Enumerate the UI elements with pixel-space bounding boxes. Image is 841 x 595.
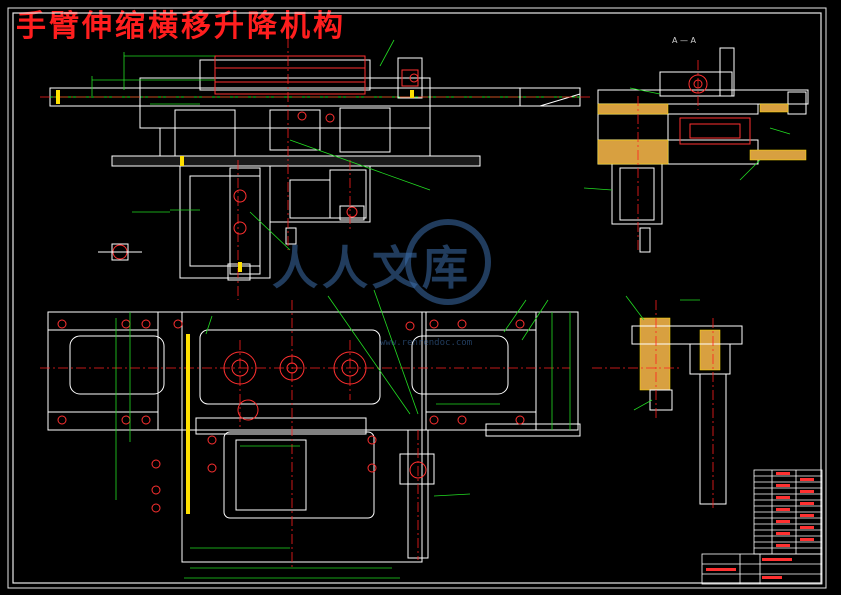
- section-a-a-view: [583, 47, 809, 253]
- detail-view-b-b: [592, 295, 743, 510]
- plan-view: [40, 289, 581, 579]
- drawing-frame: [7, 7, 827, 589]
- drawing-title: 手臂伸缩横移升降机构: [16, 9, 346, 44]
- front-view: [40, 20, 590, 300]
- title-block-text-marks: [706, 472, 814, 579]
- title-block: [701, 469, 823, 585]
- watermark-url: www.renrendoc.com: [380, 338, 473, 348]
- section-label-a-a: A — A: [672, 36, 697, 45]
- watermark-text: 人人文库: [272, 241, 472, 295]
- watermark-logo-icon: [405, 219, 491, 305]
